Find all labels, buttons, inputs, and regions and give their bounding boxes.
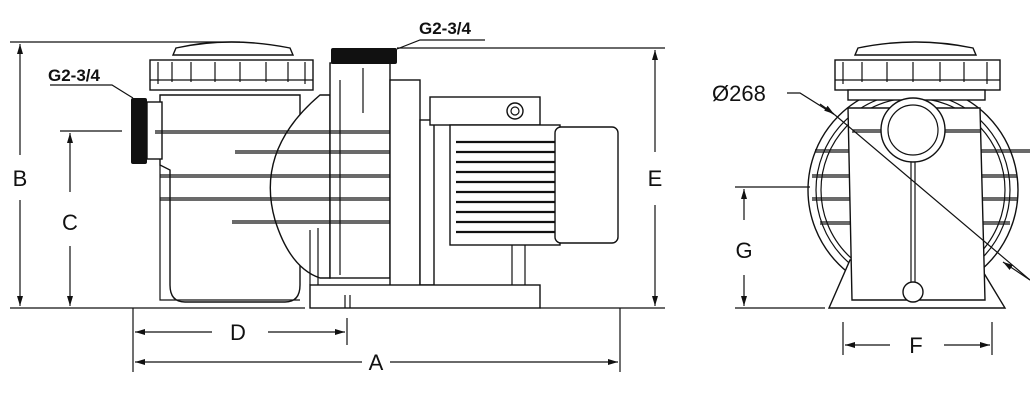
volute-housing [269,94,331,279]
cable-gland [506,102,524,120]
strainer-lid [171,41,295,56]
motor-body [449,124,561,246]
dimension-f-label: F [909,333,922,358]
pump-body [329,62,391,279]
dimension-e-label: E [648,166,663,191]
fan-cover [554,126,619,244]
drain-plug [902,281,924,303]
dimension-a-label: A [369,350,384,375]
front-view-pump [807,41,1030,309]
outlet-connector [331,48,397,64]
side-view-dimensions [10,39,665,372]
side-view-pump [131,41,619,309]
motor-cooling-fins [456,140,556,234]
lid-ring-ribs [150,62,313,84]
lid-ring [149,59,314,91]
tie-rods [155,130,390,224]
pump-base [309,284,541,309]
dimension-g-label: G [735,238,752,263]
motor-flange [389,79,421,296]
front-lid-ring [834,59,1001,91]
inlet-port [880,97,946,163]
outlet-thread-label: G2-3/4 [419,19,472,38]
front-lid [853,41,978,56]
inlet-connector [131,98,147,164]
dimension-c-label: C [62,210,78,235]
dimension-d-label: D [230,320,246,345]
diameter-label: Ø268 [712,81,766,106]
dimension-b-label: B [13,166,28,191]
inlet-thread-label: G2-3/4 [48,66,101,85]
front-view-dimensions [735,92,1030,355]
